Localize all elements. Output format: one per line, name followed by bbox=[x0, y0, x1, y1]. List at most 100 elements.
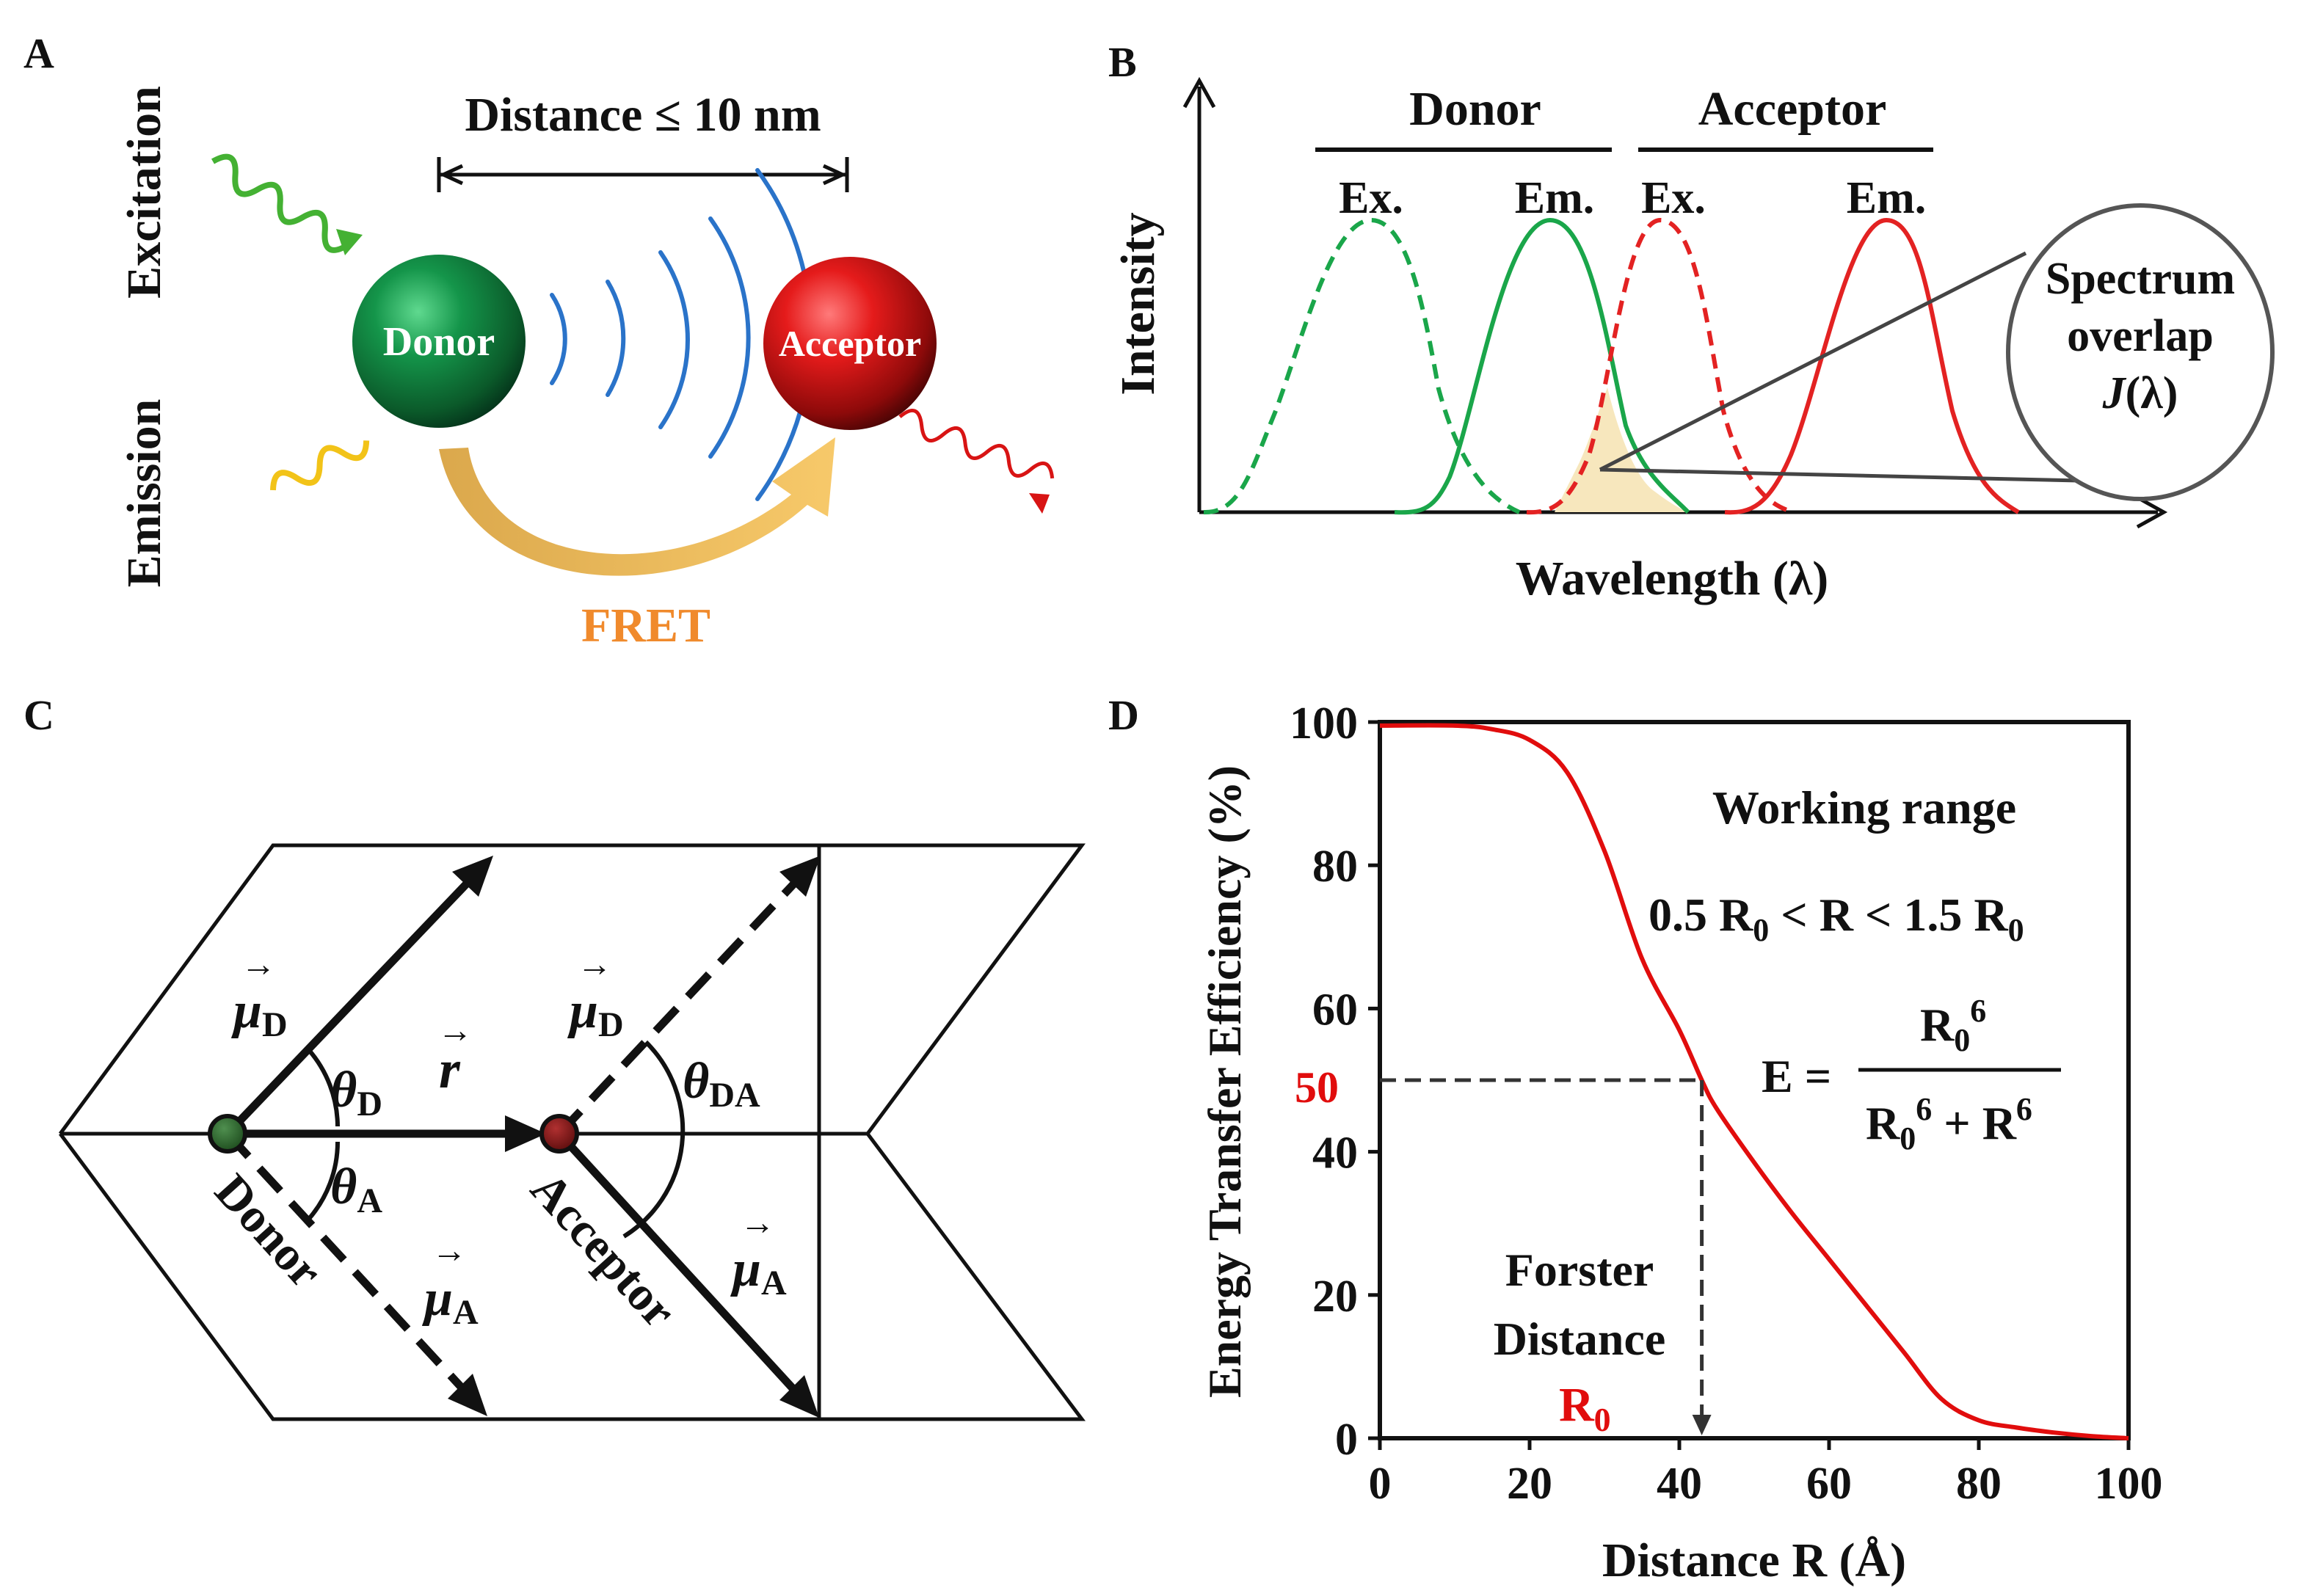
excitation-wave-icon bbox=[211, 153, 363, 255]
fret-arrow bbox=[439, 437, 835, 576]
eq-e-label: E = bbox=[1762, 1050, 1831, 1102]
callout-lambda: (λ) bbox=[2126, 368, 2178, 418]
angle-arcs bbox=[306, 1040, 686, 1239]
mu-a-vector-head bbox=[779, 1375, 819, 1418]
callout-overlap: overlap bbox=[2067, 311, 2214, 361]
mu-d-vector bbox=[225, 881, 470, 1137]
distance-bracket bbox=[437, 157, 849, 192]
mu-a-dashed-vector bbox=[224, 1131, 465, 1390]
fret-label: FRET bbox=[581, 599, 710, 652]
efficiency-curve bbox=[1379, 723, 2129, 1440]
eq-den-sub0: 0 bbox=[1900, 1121, 1916, 1156]
range-mid: < R < 1.5 R bbox=[1769, 889, 2008, 941]
callout-j: J bbox=[2102, 368, 2127, 418]
theta-da-sub: DA bbox=[709, 1076, 760, 1115]
theta-a-sub: A bbox=[357, 1181, 382, 1220]
donor-ex-label: Ex. bbox=[1339, 173, 1403, 223]
overlap-area bbox=[1555, 387, 1688, 512]
x-tick-label: 60 bbox=[1806, 1459, 1852, 1509]
eq-numerator: R06 bbox=[1920, 993, 1986, 1058]
intensity-label: Intensity bbox=[1111, 212, 1165, 395]
acceptor-dot bbox=[539, 1114, 579, 1154]
working-range-label: Working range bbox=[1712, 781, 2016, 834]
mu-d2-label: μD bbox=[567, 983, 624, 1044]
range-pre: 0.5 R bbox=[1648, 889, 1753, 941]
eq-num-sub0: 0 bbox=[1954, 1022, 1970, 1058]
panel-label-a: A bbox=[23, 29, 54, 77]
y-tick-label: 80 bbox=[1312, 842, 1358, 892]
y-tick-label: 20 bbox=[1312, 1272, 1358, 1322]
mu-d-dashed-head bbox=[779, 856, 821, 897]
x-tick-label: 20 bbox=[1507, 1459, 1552, 1509]
theta-d-label: θD bbox=[330, 1062, 382, 1123]
panel-b: B Intensity Wavelength (λ) Donor Accepto… bbox=[1108, 38, 2275, 605]
mu-a2-symbol: μ bbox=[730, 1241, 761, 1297]
panel-a: A Excitation Emission Distance ≤ 10 nm bbox=[23, 29, 1055, 652]
callout-j-lambda: J(λ) bbox=[2102, 368, 2178, 418]
r0-label: R0 bbox=[1559, 1378, 1611, 1438]
forster-line1: Forster bbox=[1505, 1244, 1654, 1296]
theta-d-symbol: θ bbox=[330, 1062, 357, 1118]
acceptor-ex-label: Ex. bbox=[1641, 173, 1706, 223]
mu-a-label: μA bbox=[422, 1270, 479, 1332]
eq-den-sup6b: 6 bbox=[2016, 1091, 2032, 1127]
acceptor-header: Acceptor bbox=[1698, 82, 1887, 136]
range-sub0-a: 0 bbox=[1753, 912, 1769, 948]
r-arrow: → bbox=[437, 1011, 473, 1050]
mu-d-arrow: → bbox=[241, 945, 276, 984]
mu-d-label: μD bbox=[231, 983, 288, 1044]
theta-da-symbol: θ bbox=[683, 1053, 709, 1109]
donor-dot bbox=[208, 1114, 247, 1154]
emission-label: Emission bbox=[117, 399, 171, 588]
forster-guides bbox=[1380, 1078, 1712, 1435]
eq-num-sup6: 6 bbox=[1970, 993, 1986, 1029]
theta-da-label: θDA bbox=[683, 1053, 760, 1115]
y-tick-label: 40 bbox=[1312, 1129, 1358, 1178]
mu-d2-symbol: μ bbox=[567, 983, 598, 1039]
eq-den-r: R bbox=[1866, 1097, 1900, 1149]
callout-lines bbox=[1599, 251, 2112, 484]
x-tick-label: 0 bbox=[1369, 1459, 1392, 1509]
donor-header: Donor bbox=[1409, 82, 1541, 136]
working-range-expression: 0.5 R0 < R < 1.5 R0 bbox=[1648, 889, 2024, 948]
mu-a-vector bbox=[556, 1131, 796, 1391]
panel-label-b: B bbox=[1108, 38, 1137, 86]
r0-sub: 0 bbox=[1594, 1401, 1611, 1438]
theta-d-sub: D bbox=[357, 1085, 382, 1123]
y-tick-label: 100 bbox=[1290, 699, 1358, 748]
donor-sphere bbox=[352, 255, 526, 428]
r-label: r bbox=[439, 1040, 461, 1100]
distance-label: Distance ≤ 10 nm bbox=[465, 88, 821, 142]
x-axis-label: Distance R (Å) bbox=[1602, 1534, 1906, 1587]
label-50: 50 bbox=[1295, 1063, 1339, 1112]
r-vector-head bbox=[505, 1115, 546, 1152]
r0-r: R bbox=[1559, 1378, 1595, 1432]
eq-den-plus: + R bbox=[1932, 1097, 2016, 1149]
mu-a-arrow: → bbox=[432, 1231, 467, 1270]
range-sub0-b: 0 bbox=[2008, 912, 2024, 948]
wavelength-label: Wavelength (λ) bbox=[1516, 552, 1829, 605]
acceptor-excitation-curve bbox=[1526, 217, 1795, 515]
donor-emission-curve bbox=[1394, 217, 1690, 515]
emission-wave-icon bbox=[270, 440, 370, 491]
panel-label-c: C bbox=[23, 691, 54, 739]
callout-spectrum: Spectrum bbox=[2046, 254, 2235, 304]
eq-num-r: R bbox=[1920, 999, 1955, 1051]
y-axis-label: Energy Transfer Efficiency (%) bbox=[1199, 765, 1251, 1398]
mu-a-dashed-head bbox=[448, 1374, 487, 1416]
theta-a-label: θA bbox=[330, 1159, 382, 1220]
panel-c: C μD → μD → μA → μA → r bbox=[23, 691, 1086, 1421]
mu-a2-arrow: → bbox=[740, 1203, 775, 1242]
eq-den-sup6a: 6 bbox=[1916, 1091, 1932, 1127]
acceptor-emission-wave-icon bbox=[898, 408, 1055, 514]
mu-d-sub: D bbox=[262, 1005, 288, 1044]
theta-a-symbol: θ bbox=[330, 1159, 357, 1215]
mu-a2-label: μA bbox=[730, 1241, 787, 1302]
mu-a-symbol: μ bbox=[422, 1270, 453, 1327]
eq-denominator: R06 + R6 bbox=[1866, 1091, 2032, 1156]
x-tick-label: 80 bbox=[1956, 1459, 2002, 1509]
guide-arrowhead bbox=[1692, 1415, 1712, 1435]
